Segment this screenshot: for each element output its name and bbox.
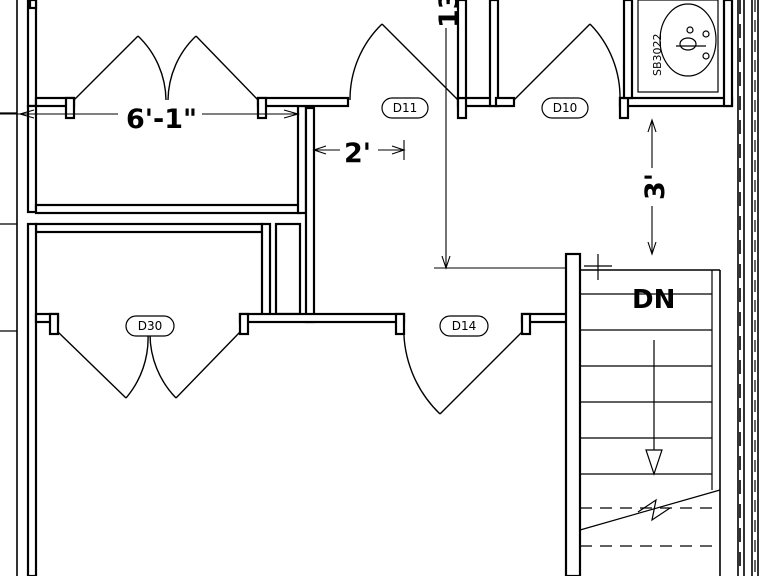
dimension-gap-a-label: 2' [344, 138, 371, 169]
room-walls-top-left [26, 0, 350, 215]
door-d30-swing [57, 331, 241, 399]
double-door-top-left [73, 35, 259, 101]
room-walls-top [456, 0, 734, 120]
dimension-height-partial-label: 13 [434, 0, 465, 28]
door-d10-swing [513, 23, 621, 101]
dimension-clearance-a-label: 3' [640, 173, 671, 200]
dimension-gap-a [312, 140, 406, 160]
dimension-height-partial [434, 28, 566, 270]
door-d14-swing [403, 321, 523, 415]
door-tag-d30: D30 [125, 315, 175, 337]
door-tag-d10-label: D10 [553, 101, 578, 115]
dimension-clearance-a [647, 118, 657, 256]
stair-direction-label: DN [632, 285, 675, 315]
door-tag-d14: D14 [439, 315, 489, 337]
door-tag-d11-label: D11 [393, 101, 418, 115]
left-boundary [0, 0, 18, 576]
dimension-width-a [0, 109, 301, 119]
door-d11-swing [349, 23, 459, 101]
door-tag-d11: D11 [381, 97, 429, 119]
corridor-walls [26, 106, 582, 576]
right-boundary [737, 0, 759, 576]
stair [579, 254, 721, 576]
sink-code-label: SB3022 [651, 33, 664, 76]
door-tag-d14-label: D14 [452, 319, 477, 333]
door-tag-d10: D10 [541, 97, 589, 119]
door-tag-d30-label: D30 [138, 319, 163, 333]
dimension-width-a-label: 6'-1" [126, 104, 197, 135]
sink-fixture [632, 0, 724, 99]
